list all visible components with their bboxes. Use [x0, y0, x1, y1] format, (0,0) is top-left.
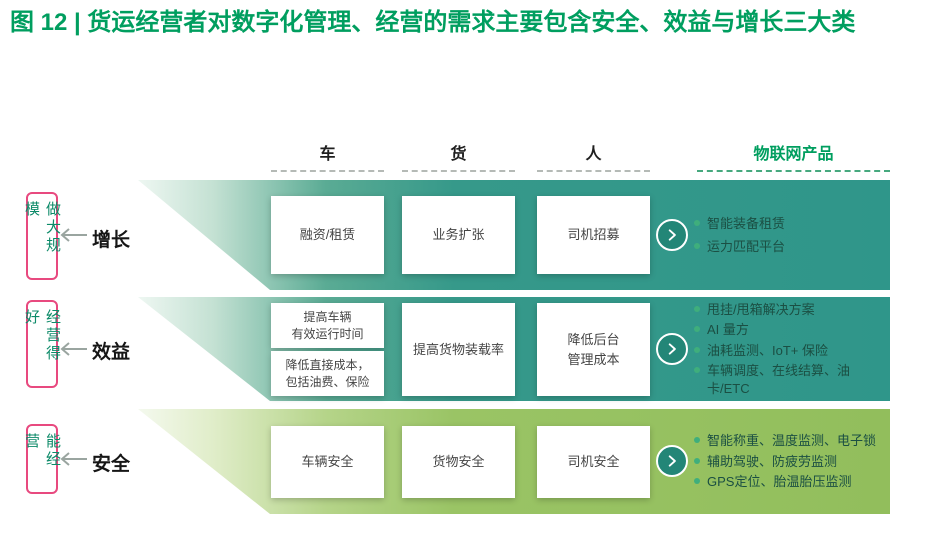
card-financing-leasing: 融资/租赁 [271, 196, 384, 274]
side-label-safety: 能经营 [23, 424, 61, 494]
list-item: 辅助驾驶、防疲劳监测 [694, 453, 890, 471]
list-item: 运力匹配平台 [694, 238, 890, 256]
bullet-list-safety: 智能称重、温度监测、电子锁 辅助驾驶、防疲劳监测 GPS定位、胎温胎压监测 [694, 409, 890, 514]
bullet-text: GPS定位、胎温胎压监测 [707, 474, 852, 490]
arrow-left-icon [57, 341, 89, 357]
category-label-efficiency: 效益 [92, 342, 131, 363]
arrow-left-icon [57, 451, 89, 467]
divider-cargo [402, 170, 515, 172]
card-driver-recruiting: 司机招募 [537, 196, 650, 274]
card-reduce-direct-cost: 降低直接成本， 包括油费、保险 [271, 351, 384, 396]
arrow-left-icon [57, 227, 89, 243]
divider-person [537, 170, 650, 172]
list-item: 智能装备租赁 [694, 215, 890, 233]
side-label-growth: 做大规模 [23, 192, 61, 280]
column-header-person: 人 [585, 146, 602, 163]
column-header-vehicle: 车 [319, 146, 336, 163]
bullet-dot [694, 326, 700, 333]
category-label-safety: 安全 [92, 454, 131, 475]
side-label-efficiency: 经营得好 [23, 300, 61, 388]
card-driver-safety: 司机安全 [537, 426, 650, 498]
card-business-expansion: 业务扩张 [402, 196, 515, 274]
list-item: GPS定位、胎温胎压监测 [694, 473, 890, 491]
bullet-dot [694, 367, 700, 374]
chevron-right-icon [656, 333, 688, 365]
card-vehicle-uptime: 提高车辆 有效运行时间 [271, 303, 384, 348]
bullet-list-efficiency: 甩挂/甩箱解决方案 AI 量方 油耗监测、IoT+ 保险 车辆调度、在线结算、油… [694, 295, 890, 403]
list-item: 甩挂/甩箱解决方案 [694, 301, 890, 319]
bullet-dot [694, 478, 700, 485]
bullet-dot [694, 457, 700, 464]
bullet-dot [694, 346, 700, 353]
column-header-iot-products: 物联网产品 [753, 146, 834, 163]
bullet-list-growth: 智能装备租赁 运力匹配平台 [694, 180, 890, 290]
bullet-text: 智能装备租赁 [707, 215, 786, 231]
bullet-dot [694, 242, 700, 249]
bullet-dot [694, 305, 700, 312]
bullet-text: AI 量方 [707, 322, 749, 338]
category-label-growth: 增长 [92, 230, 131, 251]
card-cargo-safety: 货物安全 [402, 426, 515, 498]
bullet-text: 运力匹配平台 [707, 238, 786, 254]
figure-title: 图 12 | 货运经营者对数字化管理、经营的需求主要包含安全、效益与增长三大类 [10, 9, 856, 36]
card-backoffice-cost: 降低后台 管理成本 [537, 303, 650, 396]
bullet-text: 车辆调度、在线结算、油卡/ETC [707, 363, 851, 396]
bullet-text: 辅助驾驶、防疲劳监测 [707, 453, 838, 469]
bullet-text: 甩挂/甩箱解决方案 [707, 301, 815, 317]
chevron-right-icon [656, 445, 688, 477]
list-item: 车辆调度、在线结算、油卡/ETC [694, 362, 890, 397]
chevron-right-icon [656, 219, 688, 251]
divider-vehicle [271, 170, 384, 172]
divider-iot [697, 170, 890, 172]
bullet-text: 智能称重、温度监测、电子锁 [707, 433, 877, 449]
bullet-text: 油耗监测、IoT+ 保险 [707, 342, 828, 358]
column-header-cargo: 货 [450, 146, 467, 163]
list-item: AI 量方 [694, 321, 890, 339]
bullet-dot [694, 437, 700, 444]
list-item: 油耗监测、IoT+ 保险 [694, 342, 890, 360]
card-loading-rate: 提高货物装载率 [402, 303, 515, 396]
card-vehicle-safety: 车辆安全 [271, 426, 384, 498]
bullet-dot [694, 219, 700, 226]
list-item: 智能称重、温度监测、电子锁 [694, 432, 890, 450]
